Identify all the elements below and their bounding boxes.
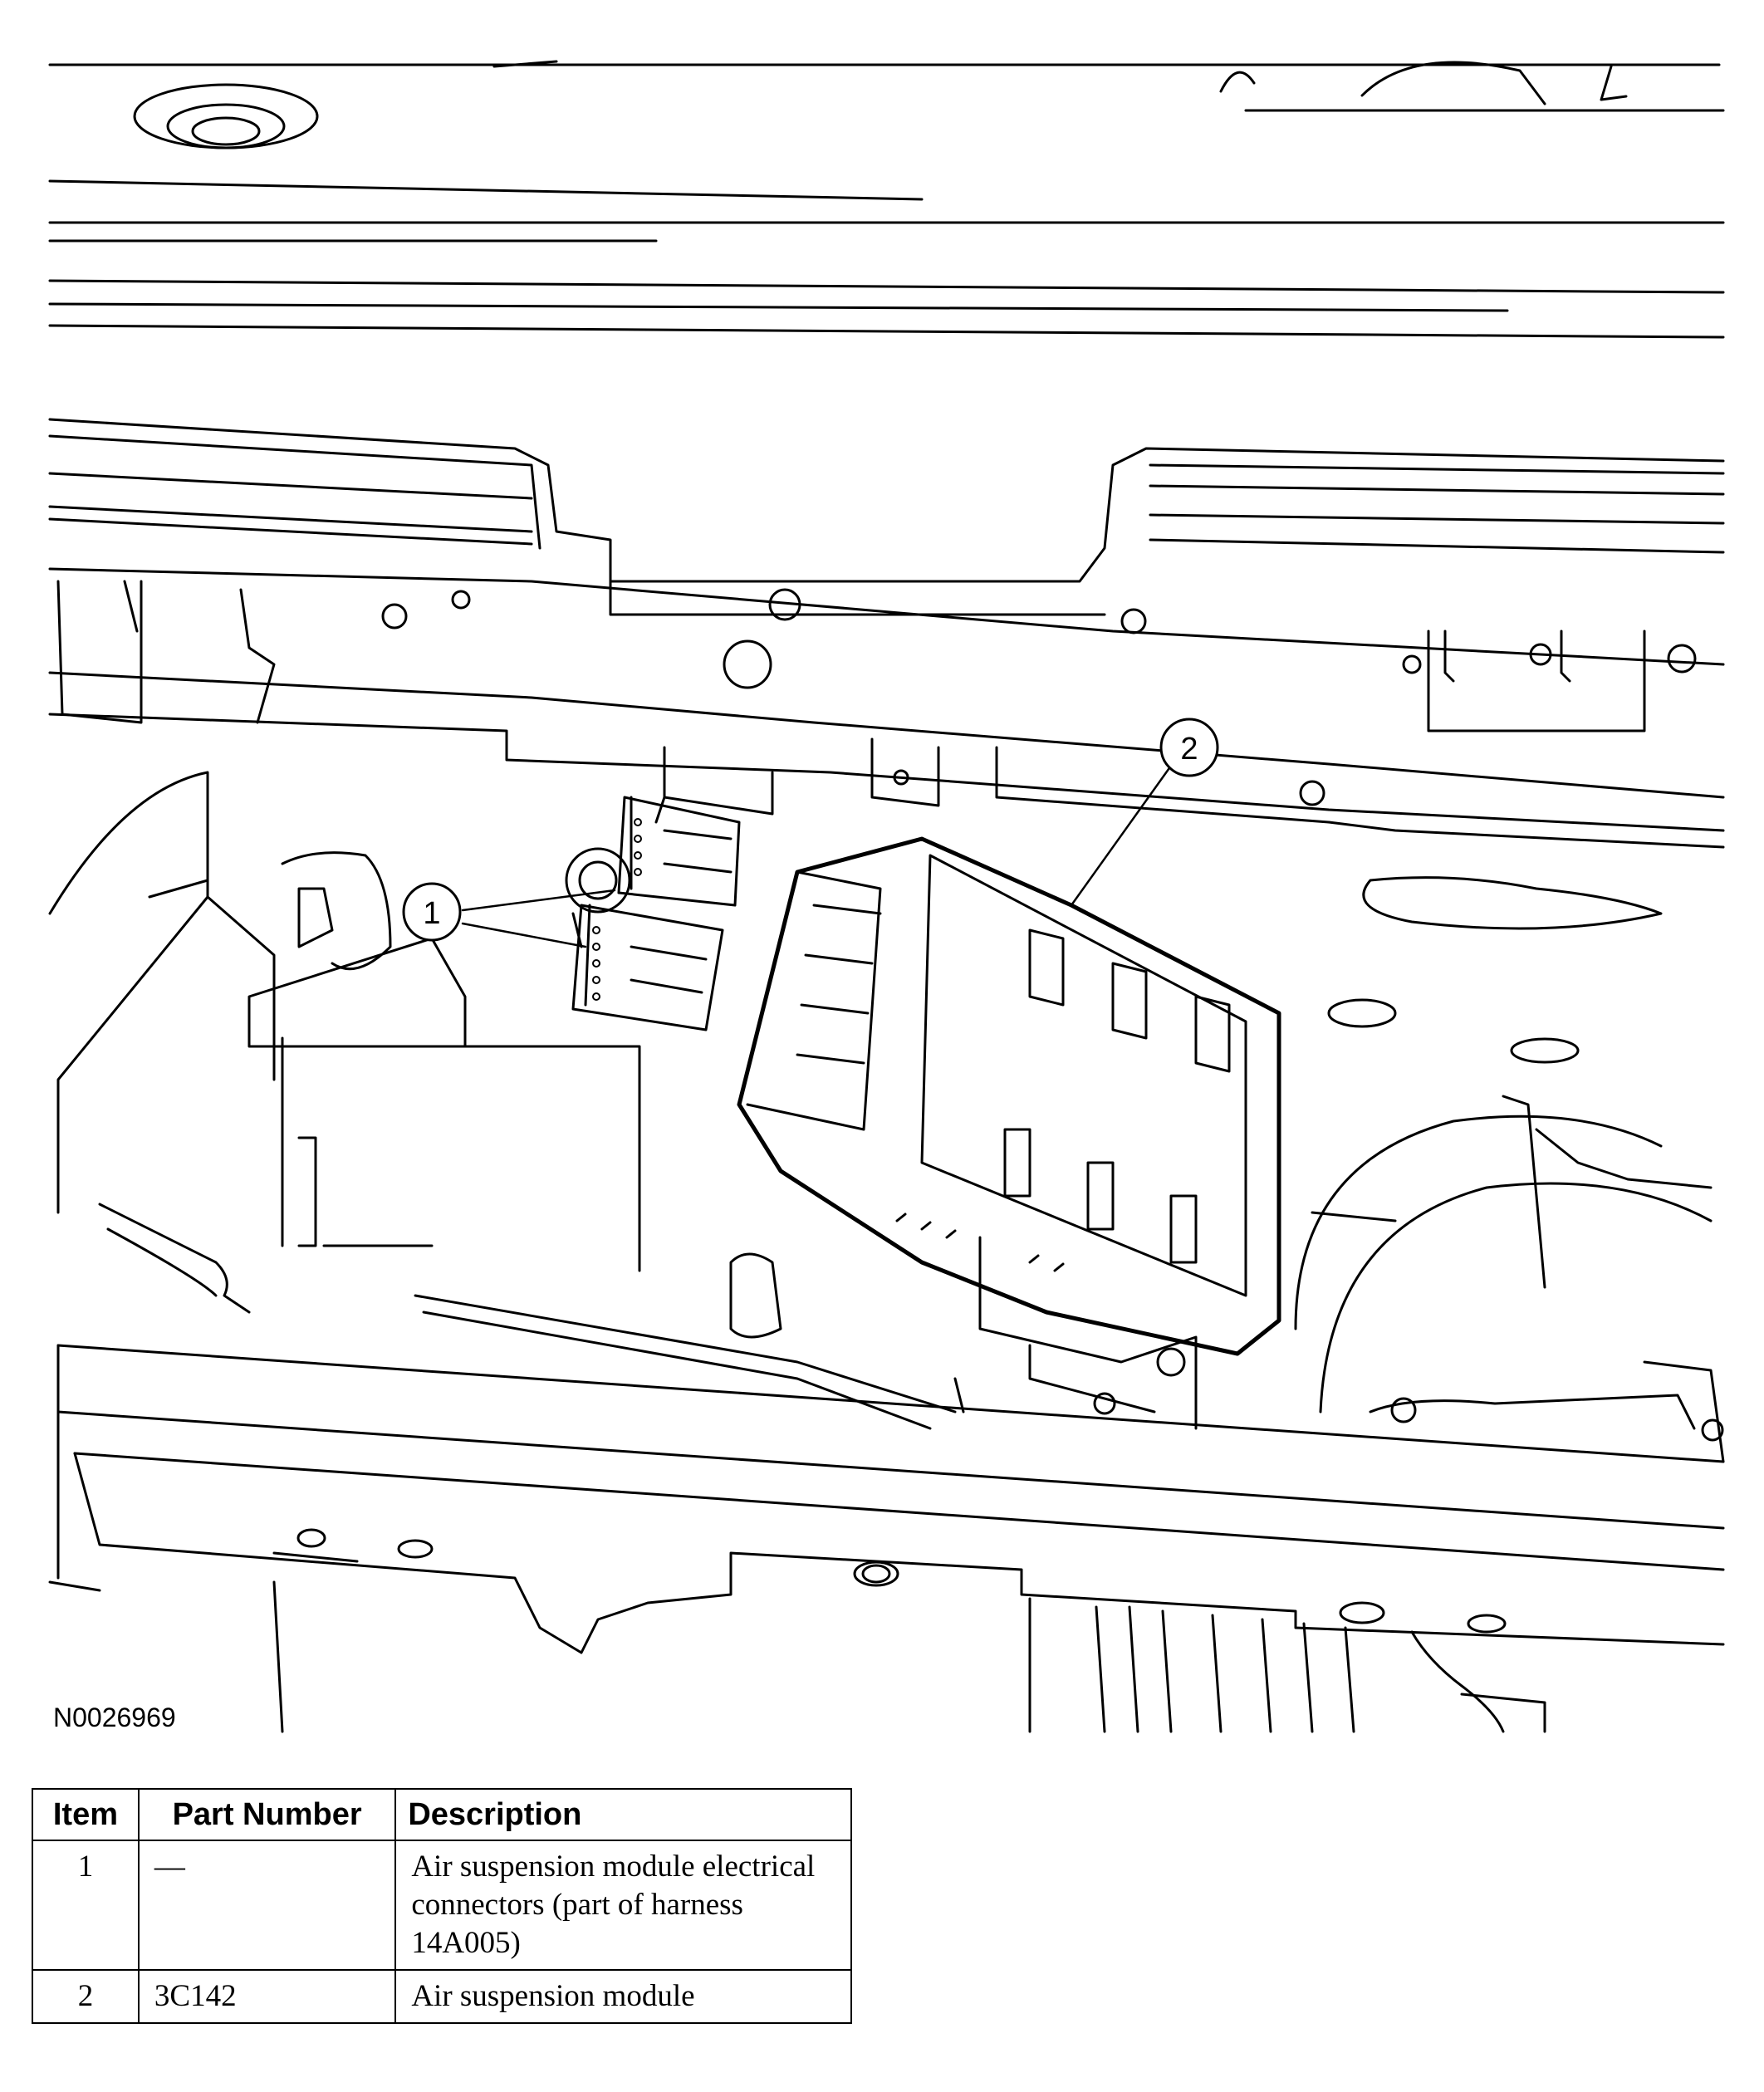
upper-panel-lines — [48, 60, 1725, 339]
crossmember — [48, 1344, 1725, 1654]
header-description: Description — [394, 1788, 852, 1841]
electrical-connectors — [571, 796, 741, 1031]
mounting-bracket — [654, 737, 1725, 1064]
figure-id-label: N0026969 — [53, 1703, 176, 1732]
callout-1: 1 — [402, 882, 462, 942]
table-row: 2 3C142 Air suspension module — [32, 1969, 852, 2024]
lower-mount — [414, 1236, 1198, 1430]
parts-table: Item Part Number Description 1 — Air sus… — [32, 1788, 852, 2024]
callout-1-label: 1 — [423, 896, 440, 931]
table-row: 1 — Air suspension module electrical con… — [32, 1840, 852, 1971]
row-description: Air suspension module — [394, 1969, 852, 2024]
drain-plug — [133, 83, 319, 149]
bulkhead — [48, 580, 1725, 832]
table-header-row: Item Part Number Description — [32, 1788, 852, 1841]
cowl-panel — [48, 418, 1725, 666]
right-wheel-well — [1294, 1095, 1725, 1463]
header-item: Item — [32, 1788, 140, 1841]
row-part-number: 3C142 — [137, 1969, 397, 2024]
header-part-number: Part Number — [137, 1788, 397, 1841]
row-item: 2 — [32, 1969, 140, 2024]
callout-2: 2 — [1159, 718, 1219, 777]
row-description: Air suspension module electrical connect… — [394, 1840, 852, 1971]
air-suspension-module — [737, 836, 1281, 1356]
row-part-number: — — [137, 1840, 397, 1971]
lower-details — [272, 1580, 1546, 1733]
left-structure — [48, 771, 641, 1314]
module-location-illustration: 1 2 — [48, 60, 1725, 1733]
leader-lines — [461, 764, 1173, 948]
callout-2-label: 2 — [1180, 732, 1198, 767]
row-item: 1 — [32, 1840, 140, 1971]
